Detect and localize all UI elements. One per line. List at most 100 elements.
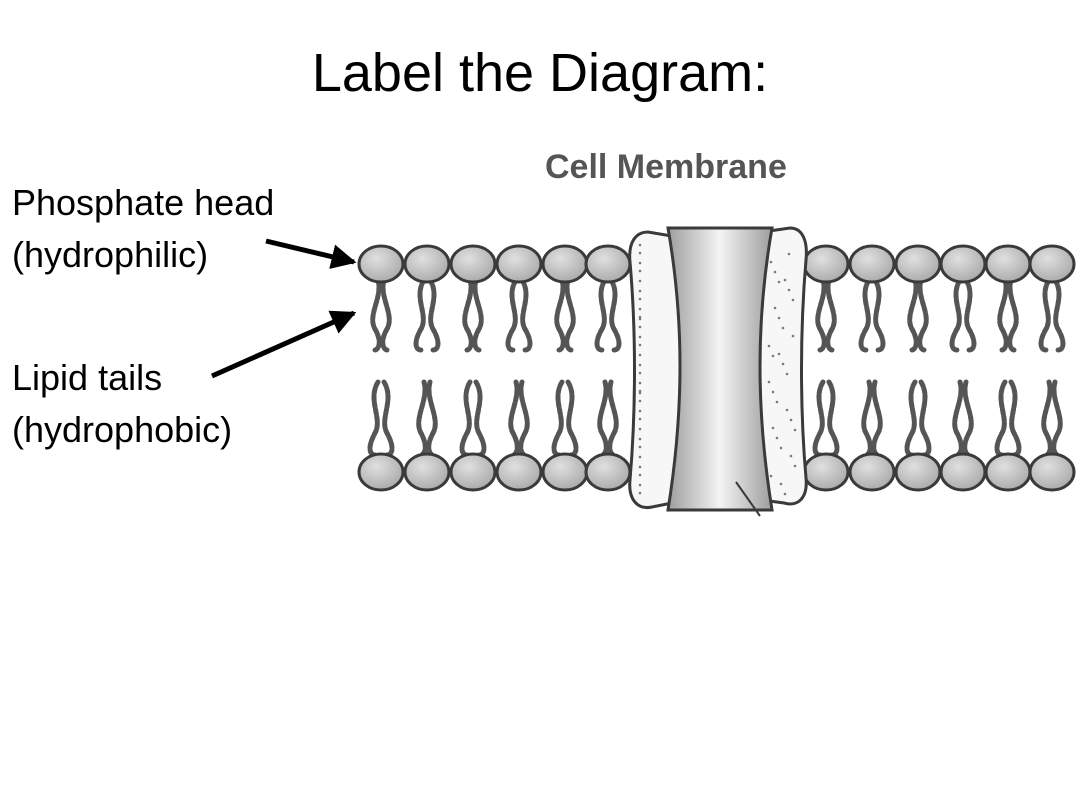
protein-speckle — [769, 474, 773, 478]
phosphate-head-arrow — [265, 238, 357, 269]
protein-speckle — [781, 326, 785, 330]
lipid-tails-top-layer — [370, 277, 1066, 353]
protein-speckle — [638, 473, 642, 477]
phosphate-head-bottom-11 — [984, 452, 1032, 492]
phosphate-head-bottom-6 — [584, 452, 632, 492]
protein-speckle — [638, 315, 642, 319]
protein-speckle — [777, 316, 781, 320]
phosphate-head-bottom-10 — [939, 452, 987, 492]
protein-speckle — [767, 380, 771, 384]
phosphate-head-top-7 — [802, 244, 850, 284]
protein-speckle — [771, 390, 775, 394]
phosphate-heads-top-layer — [357, 244, 1076, 284]
lipid-tail-bottom-5 — [551, 379, 579, 458]
lipid-tail-bottom-9 — [904, 379, 932, 458]
lipid-tail-top-2 — [413, 277, 441, 353]
phosphate-head-bottom-8 — [848, 452, 896, 492]
protein-speckle — [775, 400, 779, 404]
lipid-tails-label: Lipid tails (hydrophobic) — [12, 352, 232, 456]
protein-speckle — [773, 270, 777, 274]
protein-speckle — [775, 436, 779, 440]
lipid-tail-top-11 — [997, 277, 1019, 353]
protein-speckle — [783, 492, 787, 496]
lipid-tail-bottom-12 — [1041, 379, 1063, 458]
channel-pointer-line — [735, 481, 761, 517]
protein-speckle — [638, 297, 642, 301]
protein-speckle — [789, 418, 793, 422]
lipid-tail-top-4 — [505, 277, 533, 353]
phosphate-head-top-1 — [357, 244, 405, 284]
protein-speckle — [638, 317, 642, 321]
lipid-tail-top-12 — [1038, 277, 1066, 353]
protein-speckle — [771, 354, 775, 358]
slide-title: Label the Diagram: — [311, 43, 769, 103]
phosphate-head-label-line1: Phosphate head — [12, 182, 275, 223]
protein-speckle — [638, 483, 642, 487]
protein-speckle — [638, 491, 642, 495]
protein-speckle — [638, 269, 642, 273]
protein-speckle — [638, 261, 642, 265]
phosphate-head-bottom-5 — [541, 452, 589, 492]
phosphate-head-top-2 — [403, 244, 451, 284]
phosphate-head-top-5 — [541, 244, 589, 284]
protein-speckle — [638, 409, 642, 413]
channel-protein — [628, 226, 808, 517]
phosphate-head-top-4 — [495, 244, 543, 284]
phosphate-head-top-6 — [584, 244, 632, 284]
protein-speckle — [638, 389, 642, 393]
phosphate-head-label: Phosphate head (hydrophilic) — [12, 177, 274, 281]
protein-speckle — [771, 426, 775, 430]
protein-speckle — [787, 252, 791, 256]
protein-speckle — [773, 306, 777, 310]
phosphate-head-top-11 — [984, 244, 1032, 284]
phosphate-head-top-10 — [939, 244, 987, 284]
phosphate-head-top-9 — [894, 244, 942, 284]
lipid-tail-top-7 — [815, 277, 837, 353]
protein-speckle — [779, 446, 783, 450]
protein-speckle — [638, 417, 642, 421]
lipid-tail-bottom-6 — [597, 379, 619, 458]
protein-speckle — [638, 399, 642, 403]
protein-speckle — [638, 363, 642, 367]
protein-speckle — [638, 465, 642, 469]
lipid-tail-bottom-8 — [861, 379, 883, 458]
phosphate-head-bottom-7 — [802, 452, 850, 492]
phosphate-head-top-3 — [449, 244, 497, 284]
protein-speckle — [787, 288, 791, 292]
channel-protein-texture — [638, 243, 797, 496]
phosphate-head-top-12 — [1028, 244, 1076, 284]
lipid-tail-bottom-11 — [994, 379, 1022, 458]
protein-speckle — [638, 289, 642, 293]
cell-membrane-heading: Cell Membrane — [545, 148, 787, 186]
lipid-tail-top-8 — [858, 277, 886, 353]
protein-speckle — [638, 371, 642, 375]
lipid-tail-bottom-1 — [367, 379, 395, 458]
phosphate-head-bottom-3 — [449, 452, 497, 492]
phosphate-head-bottom-2 — [403, 452, 451, 492]
phosphate-head-top-8 — [848, 244, 896, 284]
protein-speckle — [791, 298, 795, 302]
protein-speckle — [638, 353, 642, 357]
lipid-tail-top-9 — [907, 277, 929, 353]
protein-speckle — [638, 445, 642, 449]
lipid-tail-bottom-7 — [812, 379, 840, 458]
protein-speckle — [791, 334, 795, 338]
lipid-tails-label-line2: (hydrophobic) — [12, 409, 233, 450]
protein-speckle — [793, 428, 797, 432]
protein-speckle — [783, 278, 787, 282]
lipid-tail-top-6 — [594, 277, 622, 353]
lipid-tail-bottom-3 — [459, 379, 487, 458]
protein-speckle — [638, 427, 642, 431]
lipid-tail-top-3 — [462, 277, 484, 353]
protein-speckle — [638, 307, 642, 311]
protein-speckle — [638, 251, 642, 255]
protein-speckle — [777, 352, 781, 356]
protein-speckle — [789, 454, 793, 458]
protein-speckle — [781, 362, 785, 366]
phosphate-head-bottom-4 — [495, 452, 543, 492]
protein-speckle — [638, 343, 642, 347]
protein-speckle — [769, 260, 773, 264]
lipid-tail-top-1 — [370, 277, 392, 353]
lipid-tail-top-10 — [949, 277, 977, 353]
lipid-tails-label-line1: Lipid tails — [12, 357, 163, 398]
